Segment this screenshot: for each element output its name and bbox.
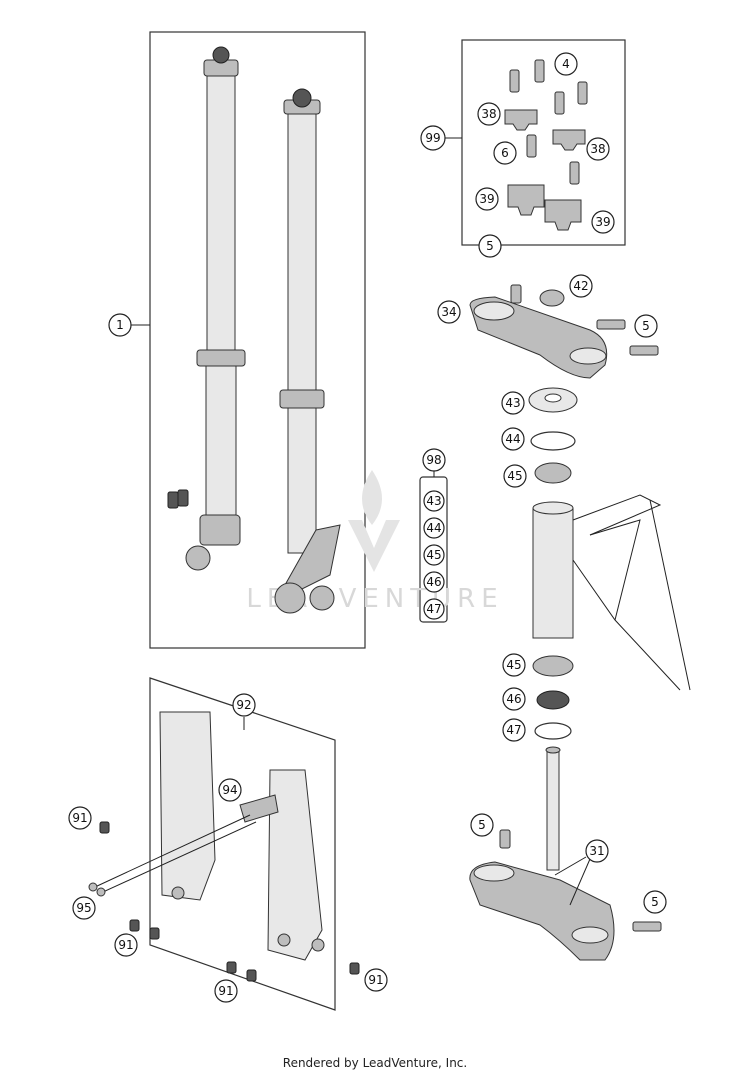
fork-leg-left: [167, 46, 246, 571]
callout-45a: 45: [503, 464, 527, 488]
clamp-kit-frame: [461, 39, 626, 246]
svg-text:91: 91: [72, 811, 87, 825]
callout-98: 98: [422, 448, 446, 472]
svg-text:44: 44: [505, 432, 520, 446]
svg-text:42: 42: [573, 279, 588, 293]
footer-credit: Rendered by LeadVenture, Inc.: [282, 1056, 468, 1070]
callout-47: 47: [502, 718, 526, 742]
svg-text:95: 95: [76, 901, 91, 915]
callout-5b: 5: [634, 314, 658, 338]
callout-39b: 39: [591, 210, 615, 234]
kit-item-44: 44: [423, 517, 445, 539]
kit-item-47: 47: [423, 598, 445, 620]
callout-99: 99: [420, 125, 446, 151]
callout-5d: 5: [643, 890, 667, 914]
callout-94: 94: [218, 778, 242, 802]
kit-item-43: 43: [423, 490, 445, 512]
fork-guards: [88, 711, 325, 961]
callout-43: 43: [501, 391, 525, 415]
svg-text:4: 4: [562, 57, 570, 71]
upper-triple-clamp: [469, 284, 659, 379]
svg-text:39: 39: [595, 215, 610, 229]
callout-91d: 91: [364, 968, 388, 992]
callout-91b: 91: [114, 933, 138, 957]
callout-4: 4: [554, 52, 578, 76]
svg-text:34: 34: [441, 305, 456, 319]
callout-38a: 38: [477, 102, 501, 126]
callout-5a: 5: [478, 234, 502, 258]
fork-leg-right: [274, 88, 341, 614]
kit-item-45: 45: [423, 544, 445, 566]
steering-bearings: [528, 387, 578, 740]
fork-assembly-frame: [149, 31, 366, 649]
svg-text:99: 99: [425, 131, 440, 145]
svg-text:91: 91: [118, 938, 133, 952]
svg-text:5: 5: [642, 319, 650, 333]
svg-text:31: 31: [589, 844, 604, 858]
svg-text:94: 94: [222, 783, 237, 797]
callout-95: 95: [72, 896, 96, 920]
svg-text:6: 6: [501, 146, 509, 160]
callout-42: 42: [569, 274, 593, 298]
lower-triple-clamp: [469, 746, 662, 961]
svg-text:98: 98: [426, 453, 441, 467]
svg-text:92: 92: [236, 698, 251, 712]
leader-lines: [131, 137, 591, 906]
svg-text:44: 44: [426, 521, 441, 535]
svg-text:39: 39: [479, 192, 494, 206]
svg-text:43: 43: [505, 396, 520, 410]
callout-38b: 38: [586, 137, 610, 161]
svg-text:46: 46: [506, 692, 521, 706]
callout-91a: 91: [68, 806, 92, 830]
svg-text:5: 5: [651, 895, 659, 909]
svg-text:38: 38: [481, 107, 496, 121]
kit-item-46: 46: [423, 571, 445, 593]
callout-39a: 39: [475, 187, 499, 211]
svg-text:43: 43: [426, 494, 441, 508]
callout-5c: 5: [470, 813, 494, 837]
svg-text:47: 47: [506, 723, 521, 737]
callout-92: 92: [232, 693, 256, 717]
fork-guard-frame: [149, 677, 336, 1011]
callout-34: 34: [437, 300, 461, 324]
svg-text:45: 45: [426, 548, 441, 562]
callout-46: 46: [502, 687, 526, 711]
callout-91c: 91: [214, 979, 238, 1003]
callout-31: 31: [585, 839, 609, 863]
svg-text:46: 46: [426, 575, 441, 589]
callout-45b: 45: [502, 653, 526, 677]
svg-text:5: 5: [486, 239, 494, 253]
callout-6: 6: [493, 141, 517, 165]
guard-screws: [99, 821, 360, 982]
frame-head-tube: [532, 494, 691, 691]
svg-text:38: 38: [590, 142, 605, 156]
callout-44: 44: [501, 427, 525, 451]
svg-text:1: 1: [116, 318, 124, 332]
svg-text:47: 47: [426, 602, 441, 616]
clamp-kit-parts: [504, 59, 588, 231]
svg-text:45: 45: [507, 469, 522, 483]
svg-text:45: 45: [506, 658, 521, 672]
callout-1: 1: [108, 313, 132, 337]
svg-text:5: 5: [478, 818, 486, 832]
svg-text:91: 91: [368, 973, 383, 987]
svg-text:91: 91: [218, 984, 233, 998]
